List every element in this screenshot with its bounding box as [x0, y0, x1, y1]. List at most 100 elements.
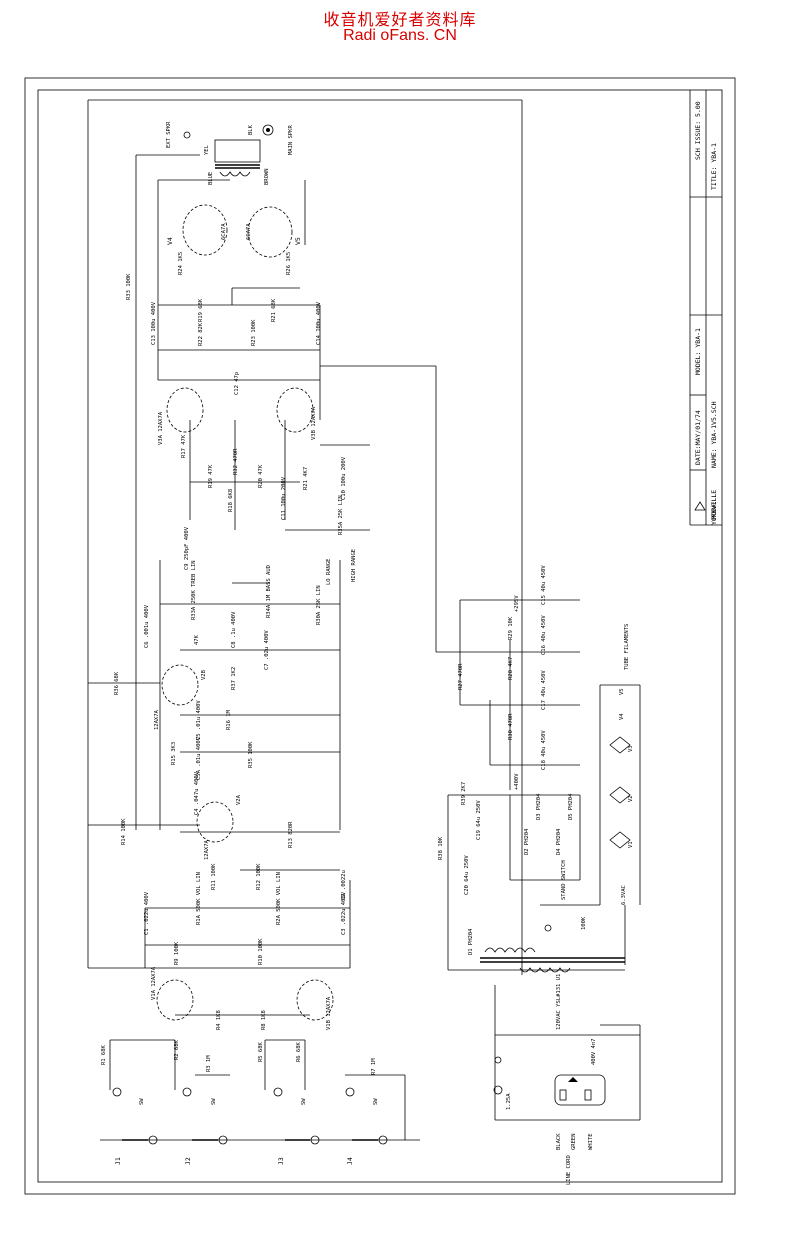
lbl-j3: J3 [277, 1157, 285, 1165]
lbl-high-range: HIGH RANGE [351, 549, 357, 582]
lbl-sw1: SW [139, 1098, 145, 1105]
lbl-r32: R32 470R [233, 448, 239, 475]
tube-v5 [247, 206, 293, 258]
lbl-fil-v4: V4 [619, 713, 625, 720]
lbl-c17: C17 40u 450V [541, 670, 547, 710]
lbl-r2a: R2A 500K VOL LIN [276, 872, 282, 925]
lbl-c15: C15 40u 450V [541, 565, 547, 605]
lbl-r30: R30 470R [508, 713, 514, 740]
lbl-r8: R8 1K8 [261, 1010, 267, 1030]
lbl-c3: C3 .022u 400V [341, 891, 347, 935]
lbl-r36: R36 68K [114, 671, 120, 695]
iec-inlet [554, 1074, 606, 1106]
lbl-blue: BLUE [208, 172, 214, 185]
lbl-r5: R5 68K [258, 1041, 264, 1062]
lbl-r11: R11 100K [211, 863, 217, 890]
tube-envelopes [156, 204, 334, 1021]
lbl-transformer: 120VAC YSL#131 U1 [556, 974, 562, 1030]
lbl-r13: R13 820R [288, 821, 294, 848]
lbl-r30a: R30A 25K LIN [316, 585, 322, 625]
lbl-d4: D4 PH204 [556, 828, 562, 855]
lbl-r19: R19 47K [208, 464, 214, 488]
lbl-d3: D3 PH204 [536, 793, 542, 820]
date-text: DATE:MAY/01/74 [694, 410, 702, 465]
lbl-c2: C2 .0022u [341, 870, 347, 900]
name-text: NAME: YBA-1V5.SCH [710, 401, 718, 468]
lbl-main-spkr: MAIN SPKR [288, 125, 294, 155]
lbl-c1: C1 .022u 400V [144, 891, 150, 935]
output-transformer [183, 124, 274, 177]
lbl-r26: R26 1K5 [286, 252, 292, 275]
tube-v3b [276, 387, 314, 433]
lbl-v2a: V2A [236, 794, 242, 805]
lbl-r27: R27 470R [458, 663, 464, 690]
watermark-english: Radi oFans. CN [343, 27, 457, 44]
lbl-ext-spkr: EXT SPKR [166, 121, 172, 148]
company-text: YORKVILLE [710, 490, 718, 525]
wiring [87, 99, 641, 1141]
lbl-tube-v5: 6CA7A [246, 223, 252, 240]
lbl-r6: R6 68K [296, 1041, 302, 1062]
inner-border [37, 89, 723, 1183]
lbl-r24: R24 1K5 [178, 252, 184, 275]
lbl-c12: C12 47p [234, 372, 240, 395]
model-text: MODEL: YBA-1 [694, 328, 702, 375]
lbl-v4: V4 [166, 237, 174, 245]
lbl-v1a: V1A 12AX7A [151, 966, 157, 1000]
lbl-r12: R12 100K [256, 863, 262, 890]
lbl-r14: R14 100K [121, 818, 127, 845]
lbl-fil-v5: V5 [619, 688, 625, 695]
filament-symbols [609, 736, 631, 849]
lbl-v2b: V2B [201, 669, 207, 680]
lbl-stand-switch: STAND SWITCH [561, 860, 567, 900]
lbl-c20: C20 64u 250V [464, 855, 470, 895]
lbl-wire-black: BLACK [556, 1133, 562, 1150]
ext-speaker-jack [183, 131, 191, 139]
lbl-filaments: TUBE FILAMENTS [624, 624, 630, 670]
lbl-c-cord: 400V 4n7 [591, 1039, 597, 1066]
lbl-r3: R3 1M [206, 1055, 212, 1072]
lbl-sw2: SW [211, 1098, 217, 1105]
lbl-sw4: SW [373, 1098, 379, 1105]
lbl-c5a: C5A .01u 400V [196, 736, 202, 780]
lbl-blk: BLK [248, 124, 254, 135]
title-text: TITLE: YBA-1 [710, 143, 718, 190]
lbl-295v: +295V [514, 595, 520, 612]
lbl-r23: R23 100K [251, 319, 257, 346]
lbl-fuse: 1.25A [506, 1093, 512, 1110]
lbl-r17: R17 47K [181, 434, 187, 458]
lbl-c5: C5 .01u 400V [196, 700, 202, 740]
main-speaker-jack [262, 124, 274, 136]
lbl-c14: C14 100u 400V [316, 301, 322, 345]
lbl-yel: YEL [204, 144, 210, 155]
lbl-c13: C13 100u 400V [151, 301, 157, 345]
lbl-r34a: R34A 1M BASS AUD [266, 565, 272, 618]
lbl-r39: R39 2K7 [461, 782, 467, 805]
lbl-wire-green: GREEN [571, 1133, 577, 1150]
lbl-r33a: R33A 250K TREB LIN [191, 560, 197, 620]
lbl-r20: R20 47K [258, 464, 264, 488]
tube-v1a [156, 979, 194, 1021]
lbl-c10: C10 100u 200V [341, 456, 347, 500]
lbl-r-100k: 100K [581, 916, 587, 930]
lbl-r35a: R35A 25K LIN [338, 495, 344, 535]
lbl-c18: C18 40u 450V [541, 730, 547, 770]
lbl-r38: R38 10K [438, 836, 444, 860]
input-jacks [112, 1087, 388, 1145]
lbl-tube-v2a: 12AX7A [204, 839, 210, 860]
lbl-r1: R1 68K [101, 1044, 107, 1065]
lbl-j1: J1 [114, 1157, 122, 1165]
pcb-text: PCB#: [710, 500, 718, 520]
power-switch [494, 1056, 502, 1064]
lbl-v5: V5 [294, 237, 302, 245]
tube-v1b [296, 979, 334, 1021]
lbl-sw3: SW [301, 1098, 307, 1105]
lbl-r33: R33 100K [126, 273, 132, 300]
watermark-chinese: 收音机爱好者资料库 [323, 10, 477, 29]
lbl-c4: C4 .047u 400V [194, 771, 200, 815]
tube-v2a [196, 801, 234, 843]
lbl-fil-v1: V1 [628, 841, 634, 848]
lbl-r29: R29 10K [508, 616, 514, 640]
lbl-c6: C6 .001u 400V [144, 604, 150, 648]
